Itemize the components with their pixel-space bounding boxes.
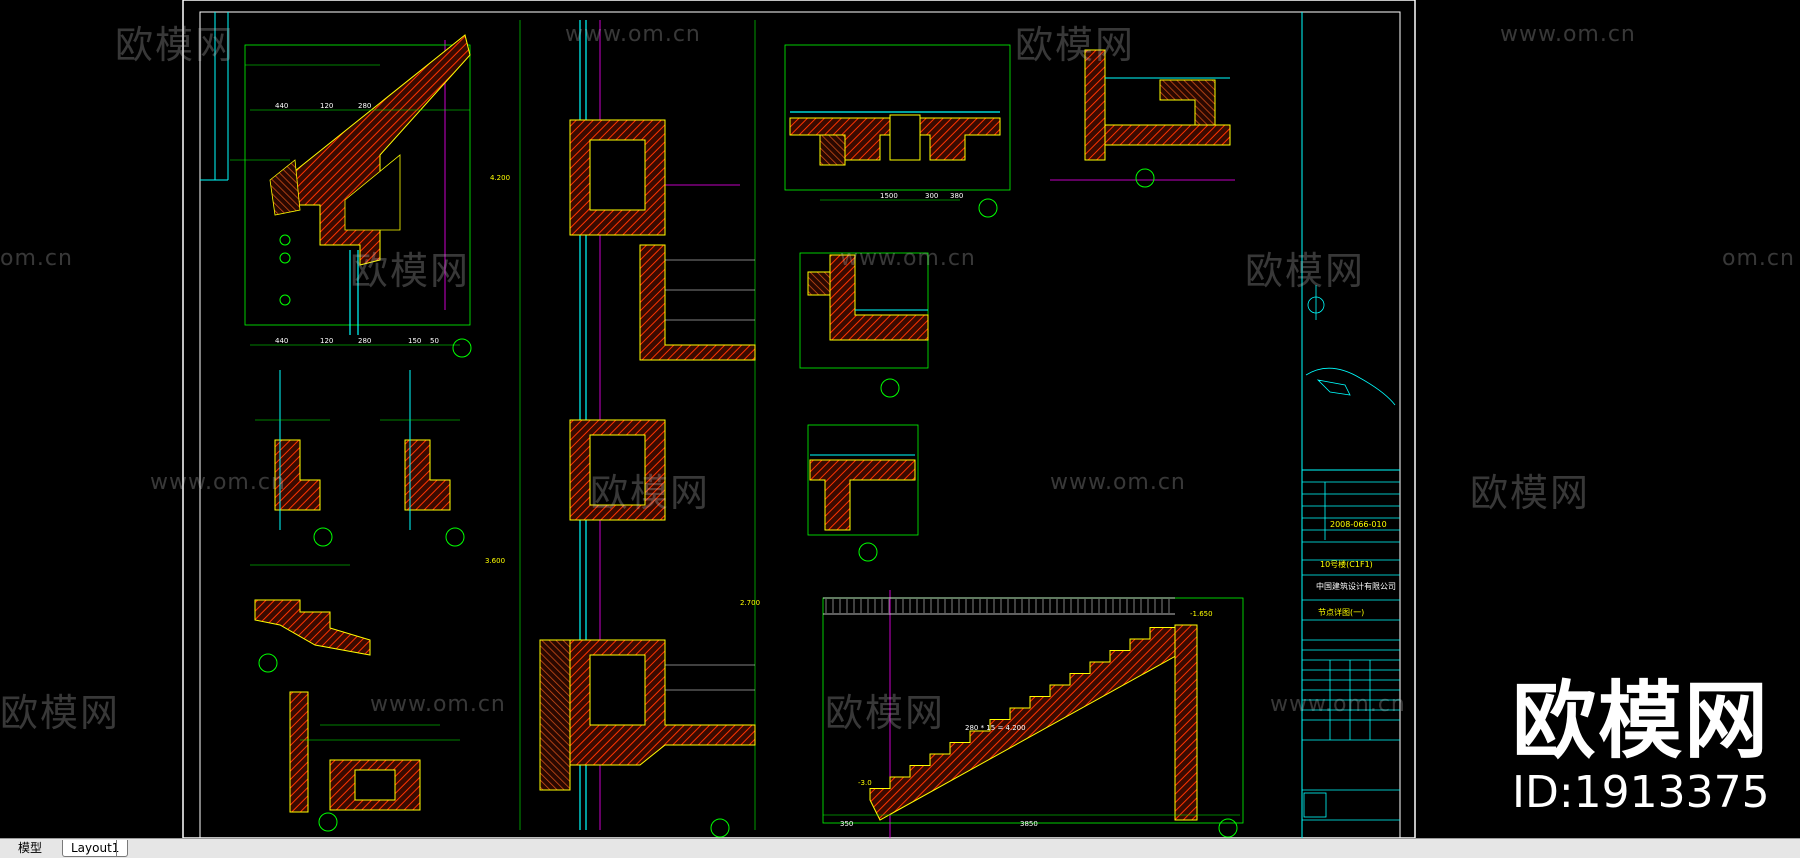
- svg-text:3850: 3850: [1020, 820, 1038, 828]
- brand-name: 欧模网: [1512, 672, 1771, 770]
- svg-text:4.200: 4.200: [490, 174, 510, 182]
- project-number: 2008-066-010: [1330, 520, 1387, 529]
- svg-text:50: 50: [430, 337, 439, 345]
- detail-1-eave: [230, 34, 472, 358]
- title-block-text: 2008-066-010 10号楼(C1F1) 中国建筑设计有限公司 节点详图(…: [1316, 520, 1396, 617]
- svg-text:440: 440: [275, 337, 288, 345]
- drawing-title: 节点详图(一): [1318, 607, 1364, 617]
- svg-text:-1.650: -1.650: [1190, 610, 1213, 618]
- tab-add-layout[interactable]: [116, 840, 126, 857]
- detail-2-wall-section: [519, 20, 756, 838]
- detail-8-parapet: [799, 252, 929, 398]
- cad-drawing: 2008-066-010 10号楼(C1F1) 中国建筑设计有限公司 节点详图(…: [182, 0, 1416, 838]
- svg-text:150: 150: [408, 337, 421, 345]
- svg-text:3.600: 3.600: [485, 557, 505, 565]
- company-name: 中国建筑设计有限公司: [1316, 581, 1396, 591]
- svg-text:350: 350: [840, 820, 853, 828]
- detail-6-planter: [289, 691, 460, 832]
- svg-text:440: 440: [275, 102, 288, 110]
- cad-model-space[interactable]: 2008-066-010 10号楼(C1F1) 中国建筑设计有限公司 节点详图(…: [0, 0, 1800, 838]
- tab-layout1[interactable]: Layout1: [62, 840, 129, 857]
- tab-model[interactable]: 模型: [10, 840, 51, 857]
- svg-text:1500: 1500: [880, 192, 898, 200]
- layout-tab-bar: 模型 Layout1: [0, 838, 1800, 858]
- detail-11-balcony: [1084, 49, 1231, 188]
- dimension-labels: 440 120 280 440 120 280 150 50 1500 300 380 3850…: [275, 102, 1213, 828]
- svg-text:380: 380: [950, 192, 963, 200]
- detail-10-stair: [822, 597, 1244, 838]
- detail-7-gutter: [784, 44, 1011, 218]
- svg-text:120: 120: [320, 337, 333, 345]
- detail-9-slab: [807, 424, 919, 562]
- svg-text:300: 300: [925, 192, 938, 200]
- svg-text:2.700: 2.700: [740, 599, 760, 607]
- detail-5-step: [250, 564, 371, 673]
- building-name: 10号楼(C1F1): [1320, 559, 1373, 569]
- detail-3-4: [255, 370, 465, 547]
- title-block: [1302, 285, 1400, 821]
- svg-text:-3.0: -3.0: [858, 779, 872, 787]
- brand-overlay: 欧模网 ID:1913375: [1512, 676, 1770, 820]
- svg-text:120: 120: [320, 102, 333, 110]
- svg-text:280: 280: [358, 102, 371, 110]
- stair-label: 280 * 15 = 4.200: [965, 724, 1026, 732]
- brand-id: ID:1913375: [1512, 767, 1770, 818]
- svg-text:280: 280: [358, 337, 371, 345]
